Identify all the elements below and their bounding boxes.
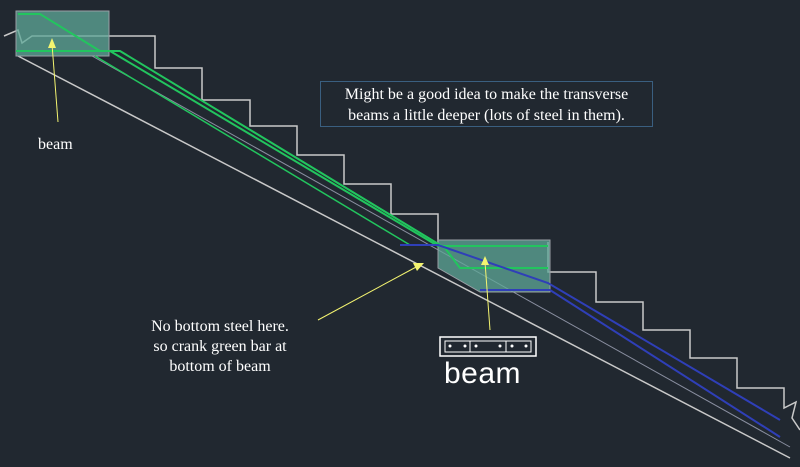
middle-beam — [437, 239, 551, 293]
arrow-crank — [317, 265, 419, 321]
blue-reinforcement-bottom — [480, 289, 781, 438]
crank-bar-note: No bottom steel here. so crank green bar… — [130, 317, 310, 377]
design-note-box: Might be a good idea to make the transve… — [320, 81, 653, 127]
design-note-line-2: beams a little deeper (lots of steel in … — [348, 107, 625, 124]
arrow-middle-beam-head — [481, 256, 489, 265]
stair-lower-outline — [547, 242, 800, 431]
beam-section-label: beam — [444, 357, 522, 390]
arrow-upper-beam — [51, 43, 59, 123]
upper-beam — [15, 10, 110, 57]
crank-bar-note-line-3: bottom of beam — [169, 358, 271, 375]
blue-reinforcement-top — [400, 244, 781, 421]
arrow-crank-head — [413, 263, 424, 271]
crank-bar-note-line-1: No bottom steel here. — [151, 318, 289, 335]
stair-soffit-outline — [17, 55, 791, 459]
upper-beam-label: beam — [38, 136, 73, 153]
arrow-upper-beam-head — [48, 38, 56, 48]
beam-section-icon — [439, 336, 537, 357]
green-reinforcement-crank — [94, 55, 411, 246]
green-reinforcement-top — [18, 13, 548, 247]
arrow-middle-beam — [484, 261, 491, 331]
design-note-line-1: Might be a good idea to make the transve… — [344, 86, 629, 103]
crank-bar-note-line-2: so crank green bar at — [153, 338, 287, 355]
